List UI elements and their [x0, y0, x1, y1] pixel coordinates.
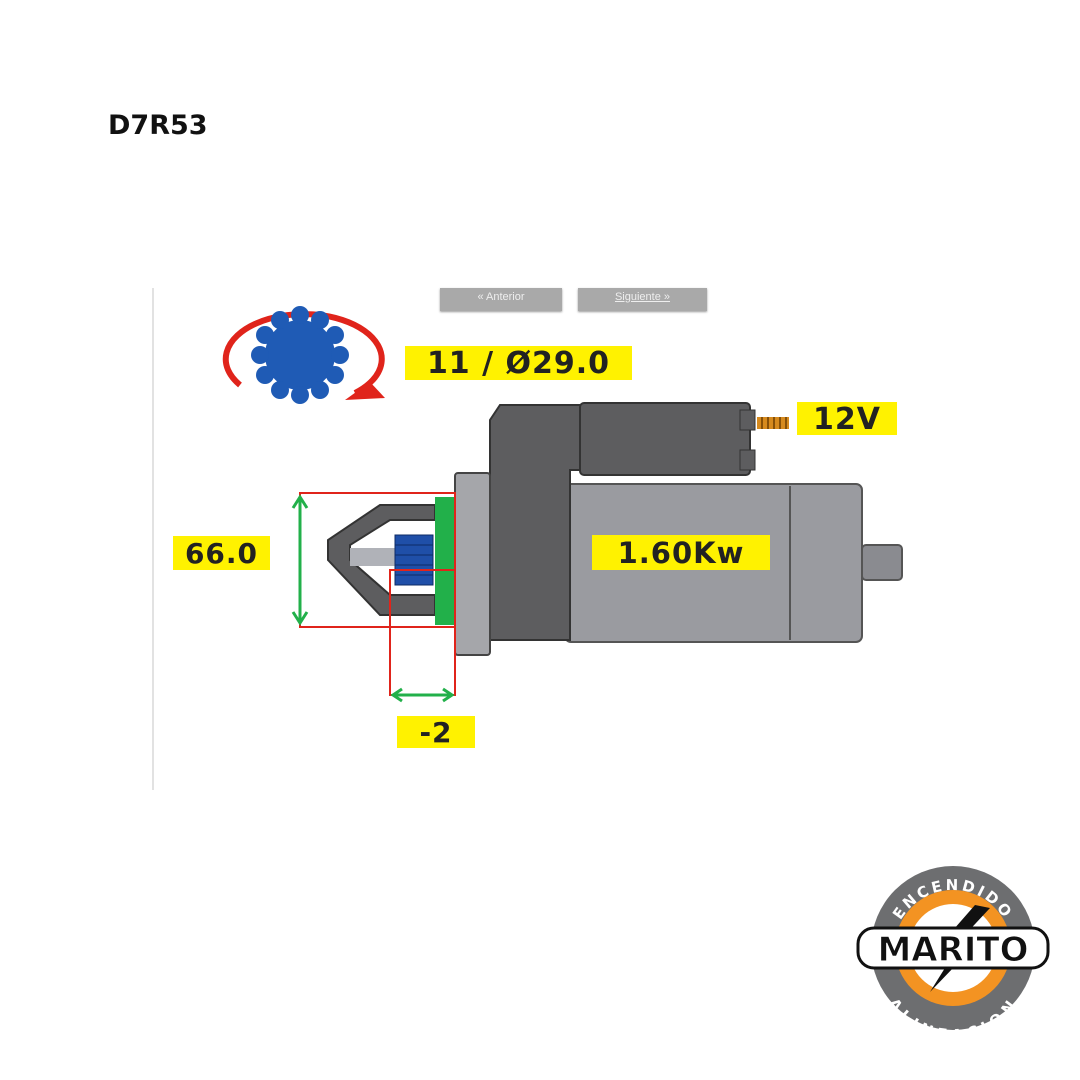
logo-name-plate: [856, 926, 1050, 970]
gear-icon: [251, 306, 349, 404]
pinion-gear: [394, 534, 434, 586]
next-button[interactable]: Siguiente »: [578, 288, 707, 311]
divider-line: [152, 288, 154, 790]
logo-name: MARITO: [877, 930, 1028, 970]
pinion-offset-label: -2: [397, 716, 475, 749]
flange-diameter-label: 66.0: [173, 536, 270, 570]
pinion-offset-dimension: [389, 569, 456, 703]
part-number-title: D7R53: [108, 110, 208, 141]
teeth-diameter-label: 11 / Ø29.0: [405, 346, 632, 381]
solenoid: [489, 402, 789, 641]
previous-button[interactable]: « Anterior: [440, 288, 562, 311]
power-label: 1.60Kw: [592, 535, 770, 570]
terminal-icon: [757, 417, 789, 429]
mounting-plate: [435, 497, 455, 625]
flange-diameter-dimension: [291, 492, 456, 628]
voltage-label: 12V: [797, 402, 897, 437]
